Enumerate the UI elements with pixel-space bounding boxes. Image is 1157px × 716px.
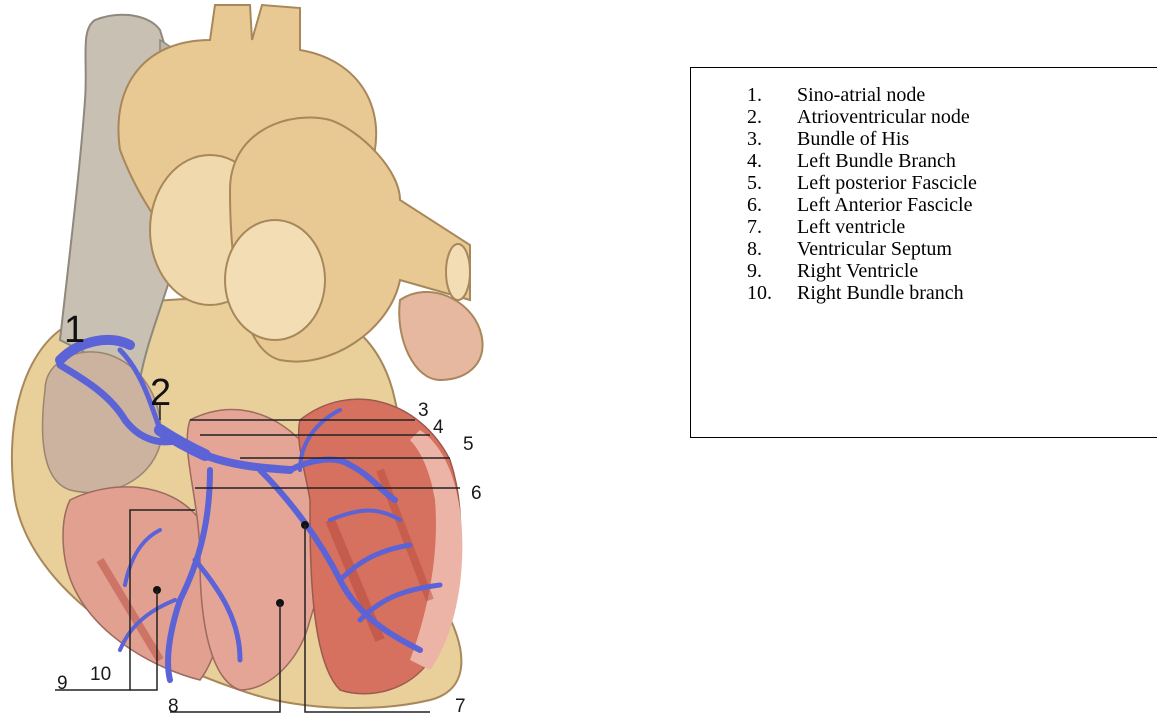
legend-number: 6.	[747, 194, 797, 216]
legend-item: 2.Atrioventricular node	[747, 106, 977, 128]
legend-item: 6.Left Anterior Fascicle	[747, 194, 977, 216]
label-1: 1	[64, 309, 85, 351]
legend-text: Left Bundle Branch	[797, 150, 956, 172]
legend-item: 4.Left Bundle Branch	[747, 150, 977, 172]
label-9: 9	[57, 673, 68, 694]
legend-number: 7.	[747, 216, 797, 238]
heart-conduction-illustration: 1 2 3 4 5 6 7 8 9 10	[0, 0, 690, 716]
legend-number: 8.	[747, 238, 797, 260]
legend-item: 9.Right Ventricle	[747, 260, 977, 282]
legend-number: 10.	[747, 282, 797, 304]
legend-item: 10.Right Bundle branch	[747, 282, 977, 304]
label-10: 10	[90, 664, 111, 685]
legend-number: 9.	[747, 260, 797, 282]
legend-text: Left posterior Fascicle	[797, 172, 977, 194]
label-5: 5	[463, 434, 474, 455]
left-atrium	[399, 292, 482, 380]
legend-box: 1.Sino-atrial node 2.Atrioventricular no…	[690, 67, 1157, 438]
legend-number: 3.	[747, 128, 797, 150]
label-3: 3	[418, 400, 429, 421]
label-8: 8	[168, 696, 179, 716]
legend-number: 4.	[747, 150, 797, 172]
label-2: 2	[150, 372, 171, 414]
legend-item: 5.Left posterior Fascicle	[747, 172, 977, 194]
legend-number: 2.	[747, 106, 797, 128]
legend-item: 8.Ventricular Septum	[747, 238, 977, 260]
legend-text: Bundle of His	[797, 128, 909, 150]
legend-text: Right Ventricle	[797, 260, 918, 282]
legend-text: Atrioventricular node	[797, 106, 970, 128]
legend-text: Left Anterior Fascicle	[797, 194, 973, 216]
label-7: 7	[455, 696, 466, 716]
legend-text: Ventricular Septum	[797, 238, 952, 260]
legend-item: 7.Left ventricle	[747, 216, 977, 238]
label-4: 4	[433, 417, 444, 438]
legend-text: Sino-atrial node	[797, 84, 925, 106]
pulmonary-opening	[225, 220, 325, 340]
legend-text: Right Bundle branch	[797, 282, 964, 304]
legend-text: Left ventricle	[797, 216, 905, 238]
legend-number: 1.	[747, 84, 797, 106]
legend-list: 1.Sino-atrial node 2.Atrioventricular no…	[747, 84, 977, 304]
pulmonary-artery-stub	[446, 244, 470, 300]
label-6: 6	[471, 483, 482, 504]
legend-item: 3.Bundle of His	[747, 128, 977, 150]
legend-number: 5.	[747, 172, 797, 194]
legend-item: 1.Sino-atrial node	[747, 84, 977, 106]
